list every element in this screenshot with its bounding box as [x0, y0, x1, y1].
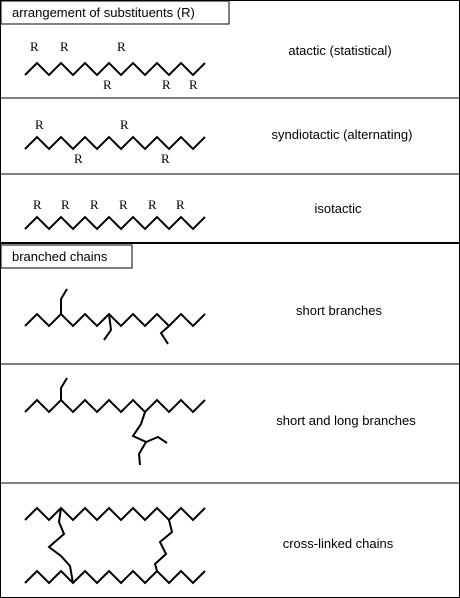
- substituent-label: R: [103, 77, 112, 92]
- substituent-label: R: [119, 197, 128, 212]
- substituent-label: R: [61, 197, 70, 212]
- cross-linked-chains: [24, 506, 206, 585]
- section-header-branched: branched chains: [0, 244, 133, 269]
- syndiotactic-substituents: R R R R: [35, 117, 170, 166]
- label-atactic: atactic (statistical): [288, 43, 391, 58]
- label-short-branches: short branches: [296, 303, 382, 318]
- substituent-label: R: [90, 197, 99, 212]
- substituent-label: R: [189, 77, 198, 92]
- section-header-substituents: arrangement of substituents (R): [0, 0, 230, 25]
- label-isotactic: isotactic: [315, 201, 362, 216]
- section-header-branched-label: branched chains: [12, 249, 108, 264]
- isotactic-chain: [24, 215, 206, 231]
- substituent-label: R: [161, 151, 170, 166]
- short-and-long-branches-chain: [24, 377, 206, 466]
- substituent-label: R: [60, 39, 69, 54]
- syndiotactic-chain: [24, 135, 206, 151]
- section-header-substituents-label: arrangement of substituents (R): [12, 5, 195, 20]
- substituent-label: R: [148, 197, 157, 212]
- substituent-label: R: [30, 39, 39, 54]
- label-cross-linked-chains: cross-linked chains: [283, 536, 394, 551]
- isotactic-substituents: R R R R R R: [33, 197, 185, 212]
- substituent-label: R: [120, 117, 129, 132]
- substituent-label: R: [162, 77, 171, 92]
- substituent-label: R: [176, 197, 185, 212]
- short-branches-chain: [24, 288, 206, 345]
- atactic-chain: [24, 61, 206, 77]
- label-syndiotactic: syndiotactic (alternating): [272, 127, 413, 142]
- substituent-label: R: [74, 151, 83, 166]
- atactic-substituents: R R R R R R: [30, 39, 198, 92]
- label-short-and-long-branches: short and long branches: [276, 413, 416, 428]
- substituent-label: R: [117, 39, 126, 54]
- substituent-label: R: [35, 117, 44, 132]
- substituent-label: R: [33, 197, 42, 212]
